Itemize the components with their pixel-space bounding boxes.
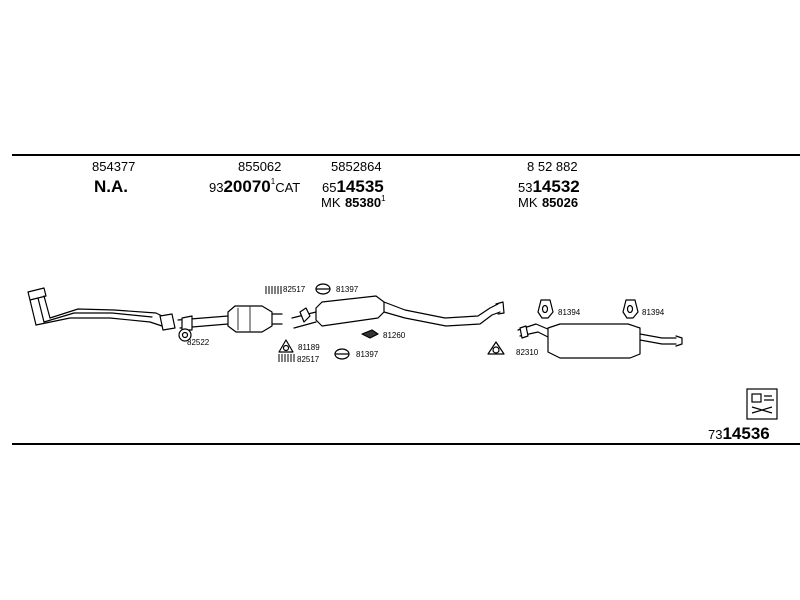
col3-mk: MK 853801 xyxy=(321,195,386,211)
col1-ref: 854377 xyxy=(92,159,136,174)
mount-81394-b-drawing xyxy=(622,299,639,319)
part-81394-a: 81394 xyxy=(558,308,581,317)
col2-suffix: CAT xyxy=(275,180,301,195)
middle-silencer-drawing xyxy=(291,295,505,329)
part-81394-b: 81394 xyxy=(642,308,665,317)
col2-sup: 1 xyxy=(270,177,276,186)
part-81397-bottom: 81397 xyxy=(356,350,379,359)
col3-part-number: 6514535 xyxy=(322,178,384,196)
kit-part-number: 7314536 xyxy=(708,425,770,443)
part-82310: 82310 xyxy=(516,348,539,357)
part-81189: 81189 xyxy=(298,343,320,352)
col2-prefix: 93 xyxy=(209,180,224,195)
kit-prefix: 73 xyxy=(708,427,723,442)
col3-mk-sup: 1 xyxy=(381,194,386,203)
col4-mk: MK 85026 xyxy=(518,195,578,211)
col2-part-number: 93200701CAT xyxy=(209,178,300,196)
clamp-top-drawing xyxy=(299,307,311,323)
col3-ref: 5852864 xyxy=(331,159,382,174)
top-divider xyxy=(12,154,800,156)
catalyst-pipe-drawing xyxy=(177,305,283,333)
col4-mk-label: MK xyxy=(518,195,538,210)
rear-silencer-drawing xyxy=(517,323,683,359)
bolt-kit-hatches xyxy=(265,286,295,362)
col4-ref: 8 52 882 xyxy=(527,159,578,174)
rubber-mount-81397-top-drawing xyxy=(315,283,331,295)
col2-ref: 855062 xyxy=(238,159,282,174)
kit-box-icon xyxy=(746,388,778,420)
part-81260: 81260 xyxy=(383,331,406,340)
part-82522: 82522 xyxy=(187,338,210,347)
hanger-81260-drawing xyxy=(361,329,379,339)
gasket-82522-drawing xyxy=(178,328,192,342)
mount-81394-a-drawing xyxy=(537,299,554,319)
part-82517-bottom: 82517 xyxy=(297,355,320,364)
bottom-divider xyxy=(12,443,800,445)
col3-code: 14535 xyxy=(336,177,384,196)
col1-code: N.A. xyxy=(94,177,128,196)
gasket-81189-drawing xyxy=(278,339,294,353)
part-82517-top: 82517 xyxy=(283,285,306,294)
part-81397-top: 81397 xyxy=(336,285,359,294)
col4-prefix: 53 xyxy=(518,180,533,195)
col3-mk-code: 85380 xyxy=(344,195,382,210)
kit-code: 14536 xyxy=(722,424,770,443)
gasket-82310-drawing xyxy=(487,341,505,355)
col4-code: 14532 xyxy=(532,177,580,196)
rubber-mount-81397-bottom-drawing xyxy=(334,348,350,360)
col2-code: 20070 xyxy=(223,177,271,196)
exhaust-manifold-drawing xyxy=(27,287,176,331)
col4-mk-code: 85026 xyxy=(541,195,579,210)
col4-part-number: 5314532 xyxy=(518,178,580,196)
col3-prefix: 65 xyxy=(322,180,337,195)
col3-mk-label: MK xyxy=(321,195,341,210)
